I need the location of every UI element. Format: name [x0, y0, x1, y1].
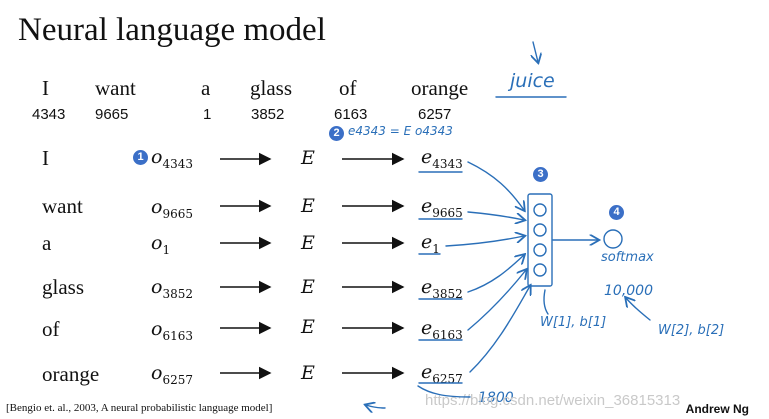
row-word: want: [42, 194, 83, 218]
word-index: 6163: [334, 106, 368, 123]
vocab-size-label: 10,000: [604, 283, 653, 299]
sentence-word: a: [201, 76, 211, 100]
embedding-vector: e9665: [421, 195, 463, 220]
author-name: Andrew Ng: [685, 402, 749, 416]
onehot-vector: o6257: [151, 362, 193, 387]
sentence-word: of: [339, 76, 357, 100]
step-badge-2: 2: [329, 126, 344, 141]
embedding-vector: e4343: [421, 146, 463, 171]
onehot-vector: o9665: [151, 196, 193, 221]
sentence-word: glass: [250, 76, 292, 100]
onehot-vector: o6163: [151, 318, 193, 343]
embedding-matrix: E: [301, 362, 315, 384]
row-word: I: [42, 146, 49, 170]
embedding-matrix: E: [301, 232, 315, 254]
embedding-vector: e3852: [421, 276, 463, 301]
handwritten-annotations: [366, 41, 651, 408]
hidden-params-label: W[1], b[1]: [540, 315, 607, 330]
citation: [Bengio et. al., 2003, A neural probabil…: [6, 402, 273, 414]
word-index: 1: [203, 106, 212, 123]
row-word: of: [42, 317, 60, 341]
onehot-vector: o1: [151, 232, 171, 257]
embedding-vector: e1: [421, 231, 440, 256]
E-to-embedding-arrows: [342, 152, 405, 380]
word-index: 4343: [32, 106, 66, 123]
embedding-equation: e4343 = E o4343: [348, 124, 453, 138]
row-word: orange: [42, 362, 100, 386]
input-dim-label: 1800: [478, 390, 514, 406]
embedding-vector: e6257: [421, 361, 463, 386]
onehot-to-E-arrows: [220, 152, 272, 380]
target-word: juice: [510, 70, 555, 92]
embedding-matrix: E: [301, 276, 315, 298]
output-params-label: W[2], b[2]: [658, 323, 725, 338]
embedding-matrix: E: [301, 147, 315, 169]
row-word: a: [42, 231, 52, 255]
sentence-word: orange: [411, 76, 469, 100]
sentence-word: want: [95, 76, 136, 100]
row-word: glass: [42, 275, 84, 299]
word-index: 9665: [95, 106, 129, 123]
embedding-matrix: E: [301, 195, 315, 217]
step-badge-1: 1: [133, 150, 148, 165]
step-badge-4: 4: [609, 205, 624, 220]
embedding-matrix: E: [301, 316, 315, 338]
slide-title: Neural language model: [18, 12, 326, 48]
softmax-label: softmax: [601, 250, 654, 265]
watermark: https://blog.csdn.net/weixin_36815313: [425, 392, 681, 409]
embedding-vector: e6163: [421, 317, 463, 342]
onehot-vector: o3852: [151, 276, 193, 301]
sentence-word: I: [42, 76, 49, 100]
word-index: 3852: [251, 106, 285, 123]
onehot-vector: o4343: [151, 146, 193, 171]
word-index: 6257: [418, 106, 452, 123]
step-badge-3: 3: [533, 167, 548, 182]
